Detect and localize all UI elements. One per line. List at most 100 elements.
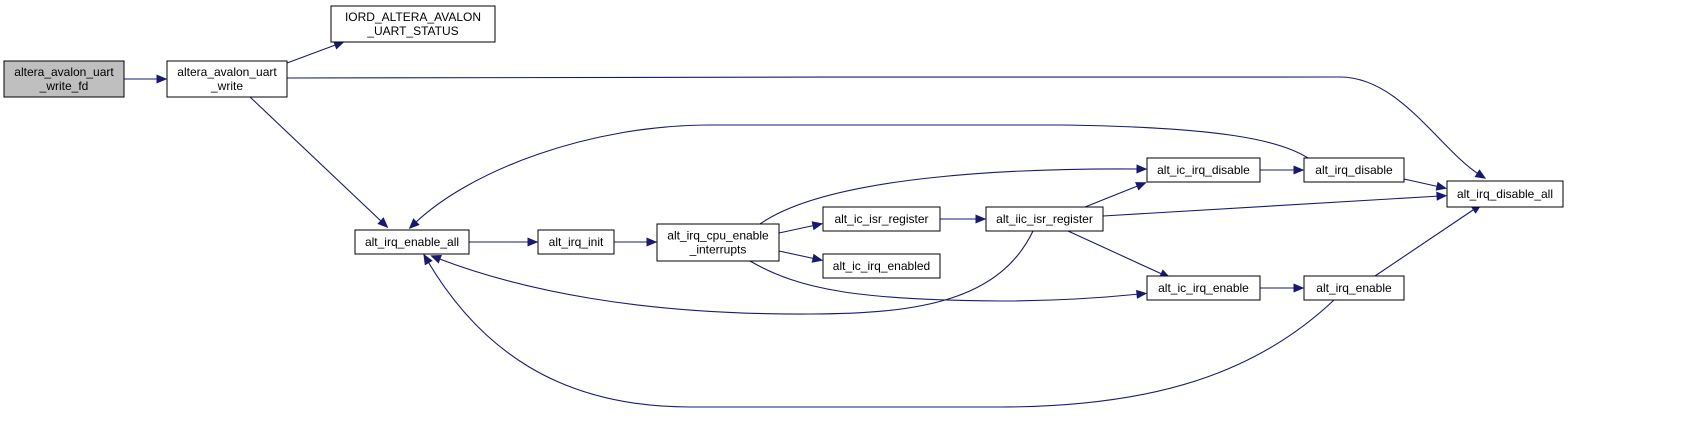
edge-line: [749, 260, 1141, 302]
node-box: [1303, 275, 1405, 301]
edge-n9-n10: [1084, 182, 1147, 208]
edge-arrowhead: [1293, 165, 1305, 175]
edge-line: [436, 230, 1034, 315]
node-n7[interactable]: alt_ic_isr_register: [822, 206, 941, 232]
edge-line: [1067, 230, 1165, 276]
edge-n1-n3: [286, 76, 1487, 179]
edge-arrowhead: [1435, 181, 1448, 191]
edge-n5-n6: [614, 237, 658, 247]
edge-line: [1102, 195, 1441, 217]
node-label: alt_irq_disable_all: [1457, 187, 1553, 201]
edge-arrowhead: [811, 221, 824, 231]
edge-n11-n4: [408, 124, 1309, 230]
edge-line: [426, 259, 1335, 408]
edge-n1-n2: [286, 40, 345, 64]
node-n2[interactable]: IORD_ALTERA_AVALON_UART_STATUS: [330, 5, 496, 43]
node-n11[interactable]: alt_irq_disable: [1303, 157, 1405, 183]
node-n9[interactable]: alt_iic_isr_register: [985, 206, 1104, 232]
node-box: [1146, 275, 1261, 301]
node-label: altera_avalon_uart: [177, 65, 277, 79]
node-box: [822, 206, 941, 232]
edge-arrowhead: [1136, 289, 1148, 299]
node-box: [330, 5, 496, 43]
node-box: [3, 60, 125, 98]
edge-arrowhead: [1436, 191, 1448, 201]
node-n10[interactable]: alt_ic_irq_disable: [1146, 157, 1261, 183]
node-box: [166, 60, 288, 98]
node-label: alt_irq_enable: [1316, 281, 1392, 295]
node-label: _write_fd: [39, 79, 89, 93]
edge-line: [1374, 207, 1477, 277]
edge-arrowhead: [423, 253, 433, 266]
node-label: alt_irq_cpu_enable: [667, 229, 769, 243]
node-n12[interactable]: alt_ic_irq_enable: [1146, 275, 1261, 301]
node-n0[interactable]: altera_avalon_uart_write_fd: [3, 60, 125, 98]
node-box: [537, 229, 615, 255]
edge-arrowhead: [156, 74, 168, 84]
node-label: _interrupts: [689, 243, 747, 257]
nodes-layer: altera_avalon_uart_write_fdaltera_avalon…: [3, 5, 1564, 301]
edge-line: [1084, 184, 1141, 208]
node-box: [1303, 157, 1405, 183]
edge-n11-n3: [1403, 178, 1448, 191]
node-label: alt_irq_disable: [1315, 163, 1393, 177]
edge-n6-n12: [749, 260, 1148, 302]
node-n13[interactable]: alt_irq_enable: [1303, 275, 1405, 301]
node-n8[interactable]: alt_ic_irq_enabled: [822, 253, 941, 279]
edge-arrowhead: [377, 217, 389, 229]
edge-line: [778, 250, 817, 260]
edge-n9-n4: [430, 230, 1034, 315]
edge-n1-n4: [249, 96, 389, 229]
edge-arrowhead: [333, 40, 345, 50]
edge-line: [778, 224, 817, 234]
edge-line: [286, 76, 1481, 176]
edge-arrowhead: [408, 218, 420, 230]
node-label: _UART_STATUS: [366, 24, 458, 38]
node-n4[interactable]: alt_irq_enable_all: [354, 229, 470, 255]
edge-n13-n3: [1374, 203, 1483, 277]
edge-line: [759, 168, 1141, 225]
edge-n10-n11: [1260, 165, 1305, 175]
node-label: _write: [210, 79, 243, 93]
edge-arrowhead: [1136, 164, 1148, 174]
edge-line: [1403, 178, 1441, 188]
edge-arrowhead: [1293, 283, 1305, 293]
node-label: alt_ic_irq_disable: [1157, 163, 1250, 177]
node-label: alt_ic_isr_register: [834, 212, 928, 226]
edge-arrowhead: [975, 214, 987, 224]
edge-n4-n5: [469, 237, 539, 247]
edge-line: [249, 96, 384, 224]
edge-arrowhead: [1474, 169, 1487, 179]
node-box: [354, 229, 470, 255]
edge-n7-n9: [940, 214, 987, 224]
node-box: [985, 206, 1104, 232]
edge-n9-n3: [1102, 191, 1448, 217]
node-label: IORD_ALTERA_AVALON: [345, 10, 481, 24]
edge-n13-n4: [423, 253, 1335, 408]
node-label: alt_irq_enable_all: [365, 235, 459, 249]
node-box: [1146, 157, 1261, 183]
edge-n9-n12: [1067, 230, 1171, 279]
edge-line: [286, 43, 339, 64]
node-label: alt_ic_irq_enabled: [833, 259, 930, 273]
node-label: altera_avalon_uart: [14, 65, 114, 79]
edge-arrowhead: [430, 255, 442, 264]
node-box: [822, 253, 941, 279]
edge-n12-n13: [1260, 283, 1305, 293]
edge-arrowhead: [811, 253, 824, 263]
node-label: alt_ic_irq_enable: [1158, 281, 1249, 295]
edge-line: [413, 124, 1309, 225]
node-label: alt_iic_isr_register: [996, 212, 1093, 226]
node-n1[interactable]: altera_avalon_uart_write: [166, 60, 288, 98]
node-n6[interactable]: alt_irq_cpu_enable_interrupts: [656, 223, 780, 262]
edge-arrowhead: [527, 237, 539, 247]
node-box: [1446, 180, 1564, 208]
edge-n6-n8: [778, 250, 824, 263]
edge-arrowhead: [1135, 182, 1147, 191]
node-n3[interactable]: alt_irq_disable_all: [1446, 180, 1564, 208]
node-box: [656, 223, 780, 262]
edge-n6-n10: [759, 164, 1148, 225]
node-label: alt_irq_init: [549, 235, 604, 249]
node-n5[interactable]: alt_irq_init: [537, 229, 615, 255]
